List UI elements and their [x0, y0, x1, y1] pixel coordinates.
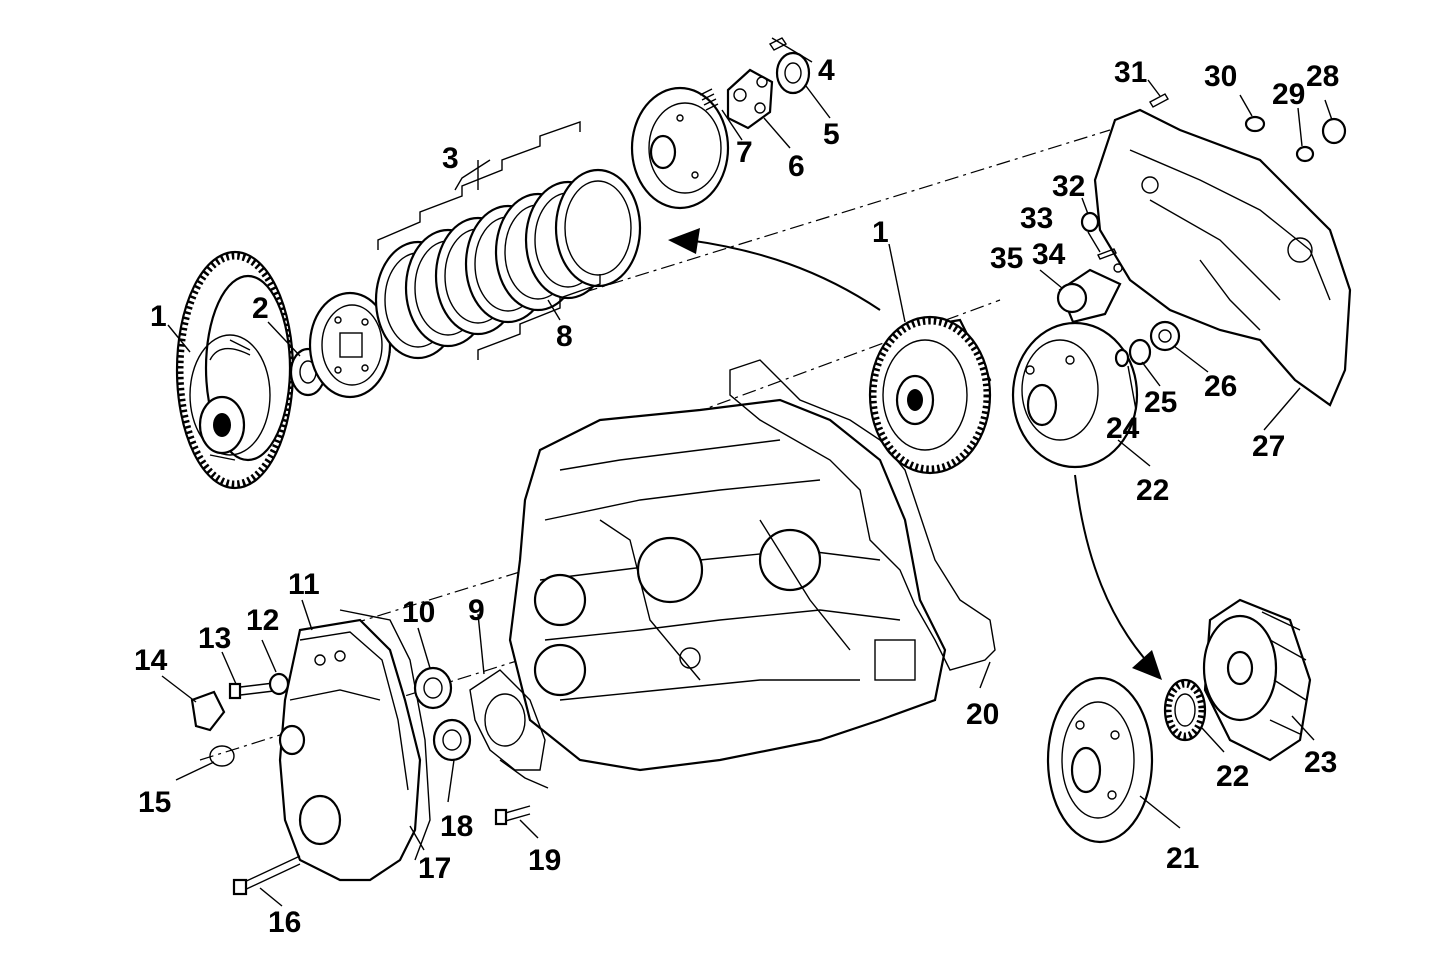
clutch-hub [630, 86, 730, 210]
part-label-25: 25 [1144, 386, 1177, 419]
part-label-11: 11 [288, 568, 320, 601]
part-label-14: 14 [134, 644, 168, 677]
clutch-gear-left [175, 250, 295, 490]
clutch-plate-stack [374, 168, 642, 360]
part-label-28: 28 [1306, 60, 1339, 93]
part-label-8: 8 [556, 320, 573, 353]
clutch-gear-center [868, 315, 992, 475]
part-label-15: 15 [138, 786, 171, 819]
part-label-6: 6 [788, 150, 805, 183]
leader-lines [161, 37, 1333, 907]
part-label-4: 4 [818, 54, 835, 87]
drive-hub-lower [1046, 676, 1154, 844]
part-label-13: 13 [198, 622, 231, 655]
part-label-9: 9 [468, 594, 485, 627]
part-label-1-left: 1 [150, 300, 167, 333]
pressure-plate [308, 291, 392, 399]
part-label-12: 12 [246, 604, 279, 637]
clutch-drum [1202, 598, 1312, 762]
part-labels: 1 2 3 4 5 6 7 8 1 31 30 29 28 32 33 35 3… [134, 54, 1339, 939]
flow-arrow-lower [1074, 474, 1162, 680]
part-label-18: 18 [440, 810, 473, 843]
part-label-34: 34 [1032, 238, 1066, 271]
part-label-26: 26 [1204, 370, 1237, 403]
part-label-31: 31 [1114, 56, 1147, 89]
one-way-clutch [1163, 678, 1207, 742]
part-label-27: 27 [1252, 430, 1285, 463]
small-parts-upper-right [1056, 93, 1347, 324]
part-label-33: 33 [1020, 202, 1053, 235]
part-label-10: 10 [402, 596, 435, 629]
bearings-and-seals-left [413, 666, 546, 771]
part-label-16: 16 [268, 906, 301, 939]
part-label-5: 5 [823, 118, 840, 151]
part-label-7: 7 [736, 136, 753, 169]
part-label-1-center: 1 [872, 216, 889, 249]
engine-crankcase [508, 398, 947, 772]
part-label-24: 24 [1106, 412, 1140, 445]
plate-bracket-lines [377, 121, 601, 360]
part-label-22-upper: 22 [1136, 474, 1169, 507]
part-label-23: 23 [1304, 746, 1337, 779]
part-label-2: 2 [252, 292, 269, 325]
part-label-3: 3 [442, 142, 459, 175]
spring-and-bearing [699, 37, 811, 130]
flow-arrow-upper [668, 228, 881, 311]
fasteners-left [190, 672, 531, 896]
part-label-19: 19 [528, 844, 561, 877]
part-label-29: 29 [1272, 78, 1305, 111]
drive-hub-upper [1011, 320, 1181, 469]
right-crankcase-cover [1093, 108, 1352, 407]
part-label-30: 30 [1204, 60, 1237, 93]
part-label-17: 17 [418, 852, 451, 885]
crankcase-gasket [729, 359, 996, 671]
part-label-22-lower: 22 [1216, 760, 1249, 793]
part-label-21: 21 [1166, 842, 1199, 875]
part-label-20: 20 [966, 698, 999, 731]
part-label-32: 32 [1052, 170, 1085, 203]
part-label-35: 35 [990, 242, 1023, 275]
left-side-cover [278, 609, 431, 882]
